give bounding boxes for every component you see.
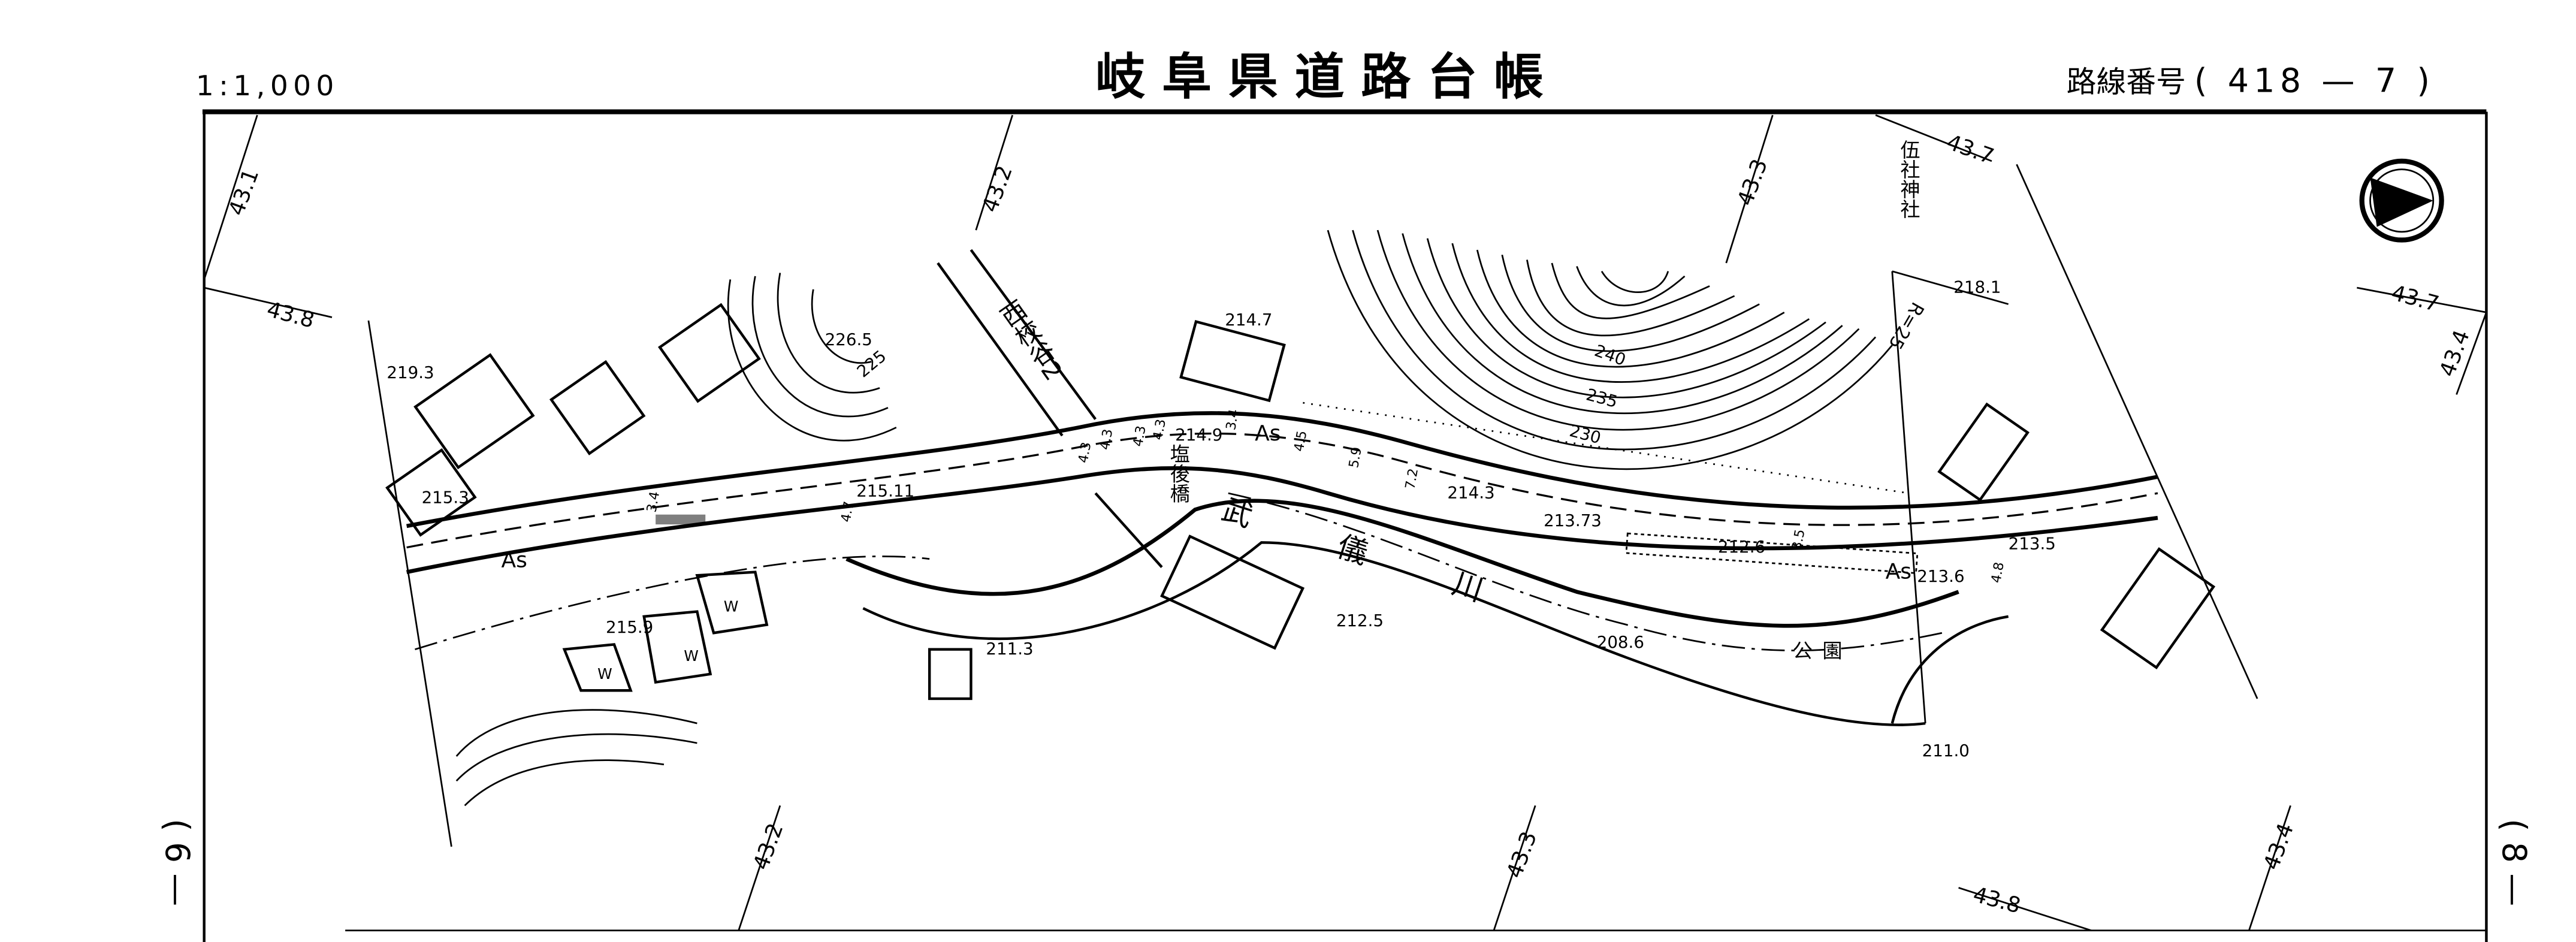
well-plots [562,570,769,692]
page-title: 岐阜県道路台帳 [1095,48,1560,106]
embankment-hatching [656,401,1919,574]
svg-text:218.1: 218.1 [1953,277,2001,297]
svg-text:214.3: 214.3 [1447,483,1494,502]
route-label: 路線番号 [2067,65,2186,99]
svg-text:43.8: 43.8 [264,297,317,333]
svg-text:43.3: 43.3 [1502,828,1542,881]
svg-text:235: 235 [1584,385,1620,412]
svg-text:4.3: 4.3 [1076,441,1095,464]
grid-lines [203,114,2487,932]
svg-text:212.5: 212.5 [1336,611,1384,630]
svg-text:3.4: 3.4 [1224,408,1242,431]
park-name: 公園 [1793,639,1853,663]
river [845,492,1959,726]
svg-text:4.7: 4.7 [838,500,857,524]
north-arrow-icon [2359,158,2444,243]
svg-text:4.8: 4.8 [1989,561,2007,584]
svg-text:W: W [724,598,739,615]
svg-text:43.3: 43.3 [1733,156,1772,209]
river-name: 武儀川 [1218,492,1574,636]
svg-text:4.3: 4.3 [1098,428,1116,451]
prev-sheet-link[interactable]: ( 6 — [158,819,196,906]
svg-text:211.3: 211.3 [986,639,1033,659]
next-sheet-link[interactable]: ( 8 — [2495,819,2533,906]
svg-text:5.9: 5.9 [1346,446,1365,469]
svg-text:R=25: R=25 [1884,298,1928,353]
svg-text:W: W [597,665,612,683]
buildings [385,303,2216,701]
svg-text:230: 230 [1568,421,1603,448]
svg-text:213.6: 213.6 [1917,567,1964,586]
width-labels: 3.4 4.7 4.3 4.3 4.3 4.3 3.4 4.5 5.9 7.2 … [644,408,2007,584]
bridge-name: 塩後橋 [1167,444,1190,503]
svg-text:43.7: 43.7 [1943,130,1997,169]
svg-text:43.7: 43.7 [2388,281,2441,317]
svg-text:208.6: 208.6 [1597,633,1644,652]
svg-text:225: 225 [853,346,890,381]
svg-text:4.5: 4.5 [1292,430,1310,453]
svg-text:211.0: 211.0 [1922,741,1970,760]
svg-text:43.4: 43.4 [2259,820,2299,874]
svg-text:213.5: 213.5 [2009,534,2056,553]
svg-text:43.1: 43.1 [224,166,264,219]
svg-text:4.3: 4.3 [1131,425,1149,448]
route-number: ( 418 — 7 ) [2194,62,2435,101]
svg-text:7.2: 7.2 [1403,467,1421,491]
shrine-name: 伍社神社 [1897,140,1920,219]
svg-text:215.3: 215.3 [422,488,469,508]
svg-text:3.5: 3.5 [1790,528,1808,551]
side-road [937,249,2009,724]
svg-text:As: As [502,548,527,573]
svg-text:4.3: 4.3 [1150,418,1169,442]
svg-text:213.73: 213.73 [1544,511,1602,530]
scale-label: 1:1,000 [196,70,339,102]
svg-text:As: As [1255,421,1281,446]
svg-text:43.8: 43.8 [1970,883,2023,919]
svg-text:212.6: 212.6 [1718,538,1765,557]
svg-text:215.9: 215.9 [606,618,653,637]
map-extent [367,164,2258,847]
svg-text:214.7: 214.7 [1225,310,1272,330]
svg-text:43.2: 43.2 [978,162,1017,216]
place-names: 西校谷2 塩後橋 武儀川 公園 伍社神社 [992,140,1920,662]
svg-text:43.2: 43.2 [749,820,789,874]
hill-contours [455,230,1893,807]
svg-text:43.4: 43.4 [2435,327,2475,380]
main-road [406,411,2158,650]
road-marks: As As As R=25 W W W [502,298,1928,683]
svg-text:3.4: 3.4 [644,490,663,514]
svg-text:214.9: 214.9 [1175,425,1222,445]
svg-text:W: W [684,647,699,665]
valley-name: 西校谷2 [992,296,1068,386]
grid-labels: 43.1 43.8 43.2 43.3 43.7 43.7 43.4 43.2 … [224,130,2475,919]
svg-text:226.5: 226.5 [825,330,872,349]
svg-text:215.11: 215.11 [856,482,914,501]
svg-text:219.3: 219.3 [386,363,434,382]
